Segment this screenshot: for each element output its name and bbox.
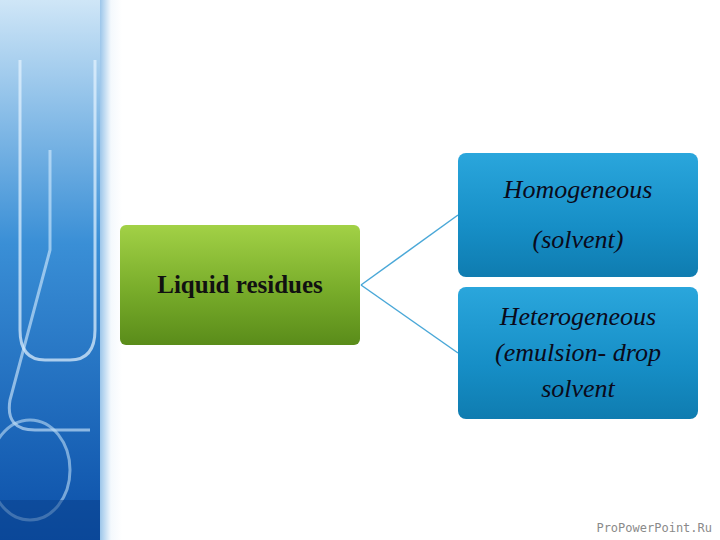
box-label: Liquid residues: [157, 270, 323, 300]
reflection: [0, 500, 100, 540]
box-label: Homogeneous (solvent): [468, 165, 688, 265]
flask: [9, 150, 90, 430]
strip-ground: [0, 0, 100, 540]
strip-edge: [100, 0, 122, 540]
source-box: Liquid residues: [120, 225, 360, 345]
category-box: Heterogeneous (emulsion- drop solvent: [458, 287, 698, 419]
watermark: ProPowerPoint.Ru: [596, 521, 712, 535]
category-box: Homogeneous (solvent): [458, 153, 698, 277]
connector-line: [361, 285, 458, 353]
connector-line: [361, 215, 458, 285]
box-label: Heterogeneous (emulsion- drop solvent: [468, 299, 688, 407]
